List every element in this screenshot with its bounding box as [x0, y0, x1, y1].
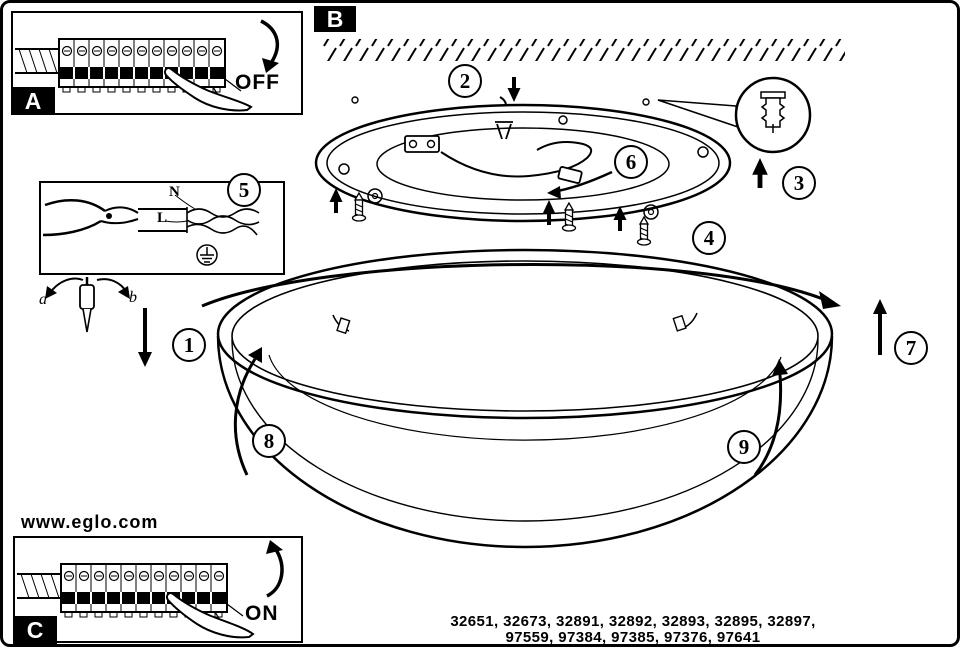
ceiling-hole [351, 96, 359, 104]
panel-a-art [15, 19, 280, 112]
model-numbers-line1: 32651, 32673, 32891, 32892, 32893, 32895… [450, 613, 816, 630]
wire-stripper-pliers [42, 199, 139, 237]
step-7-badge: 7 [894, 331, 928, 365]
earth-symbol [196, 244, 218, 266]
twist-direction [45, 277, 130, 333]
lamp-base [216, 248, 834, 549]
step-4-badge: 4 [692, 221, 726, 255]
section-tag-b: B [314, 6, 356, 32]
ceiling-hatch [321, 39, 845, 61]
cable-connector [557, 166, 583, 184]
assembly-diagram [45, 39, 887, 549]
panel-c-art [17, 540, 284, 639]
insert-cable-arrow [505, 75, 523, 104]
step-8-badge: 8 [252, 424, 286, 458]
pointing-finger [165, 592, 255, 639]
step-9-badge: 9 [727, 430, 761, 464]
panel-wiring-prep: N L [39, 181, 285, 275]
ceiling-hole [642, 98, 650, 106]
step9-arrow [753, 359, 788, 476]
dir-b-label: b [129, 289, 137, 306]
panel-a: OFF [11, 11, 303, 115]
cable-coil [440, 141, 593, 178]
step-6-badge: 6 [614, 145, 648, 179]
panel-c: ON [13, 536, 303, 643]
step8-arrow [233, 347, 262, 476]
section-tag-c: C [13, 616, 57, 644]
pointing-finger [163, 67, 253, 112]
live-label: L [157, 210, 168, 226]
website-url: www.eglo.com [21, 512, 159, 532]
screw-icon [636, 216, 652, 246]
model-numbers: 32651, 32673, 32891, 32892, 32893, 32895… [333, 613, 933, 646]
step-5-badge: 5 [227, 173, 261, 207]
terminal-strip [17, 563, 255, 639]
step1-down-arrow [138, 308, 152, 367]
step7-up-arrow [873, 299, 887, 355]
wall-plug-detail [657, 76, 812, 154]
rotate-off-arrow [260, 19, 280, 73]
step6-arrow [547, 170, 613, 199]
sweep-arrow [201, 262, 841, 309]
rotate-on-arrow [266, 540, 284, 598]
terminal-strip [15, 38, 253, 112]
step3-up-arrow [752, 158, 768, 188]
step-2-badge: 2 [448, 64, 482, 98]
step-3-badge: 3 [782, 166, 816, 200]
flex-cable [138, 194, 260, 236]
cable-clamp-icon [404, 135, 440, 153]
neutral-label: N [169, 184, 180, 200]
off-label: OFF [235, 71, 280, 94]
mounting-plate [314, 103, 732, 223]
dir-a-label: a [39, 291, 47, 308]
strain-relief-icon [495, 121, 513, 140]
wall-plug-icon [760, 91, 786, 133]
section-tag-a: A [11, 87, 55, 115]
on-label: ON [245, 602, 279, 625]
stripped-cable-icon [79, 277, 95, 333]
model-numbers-line2: 97559, 97384, 97385, 97376, 97641 [505, 629, 761, 646]
panel-5-art [42, 194, 260, 266]
step-1-badge: 1 [172, 328, 206, 362]
